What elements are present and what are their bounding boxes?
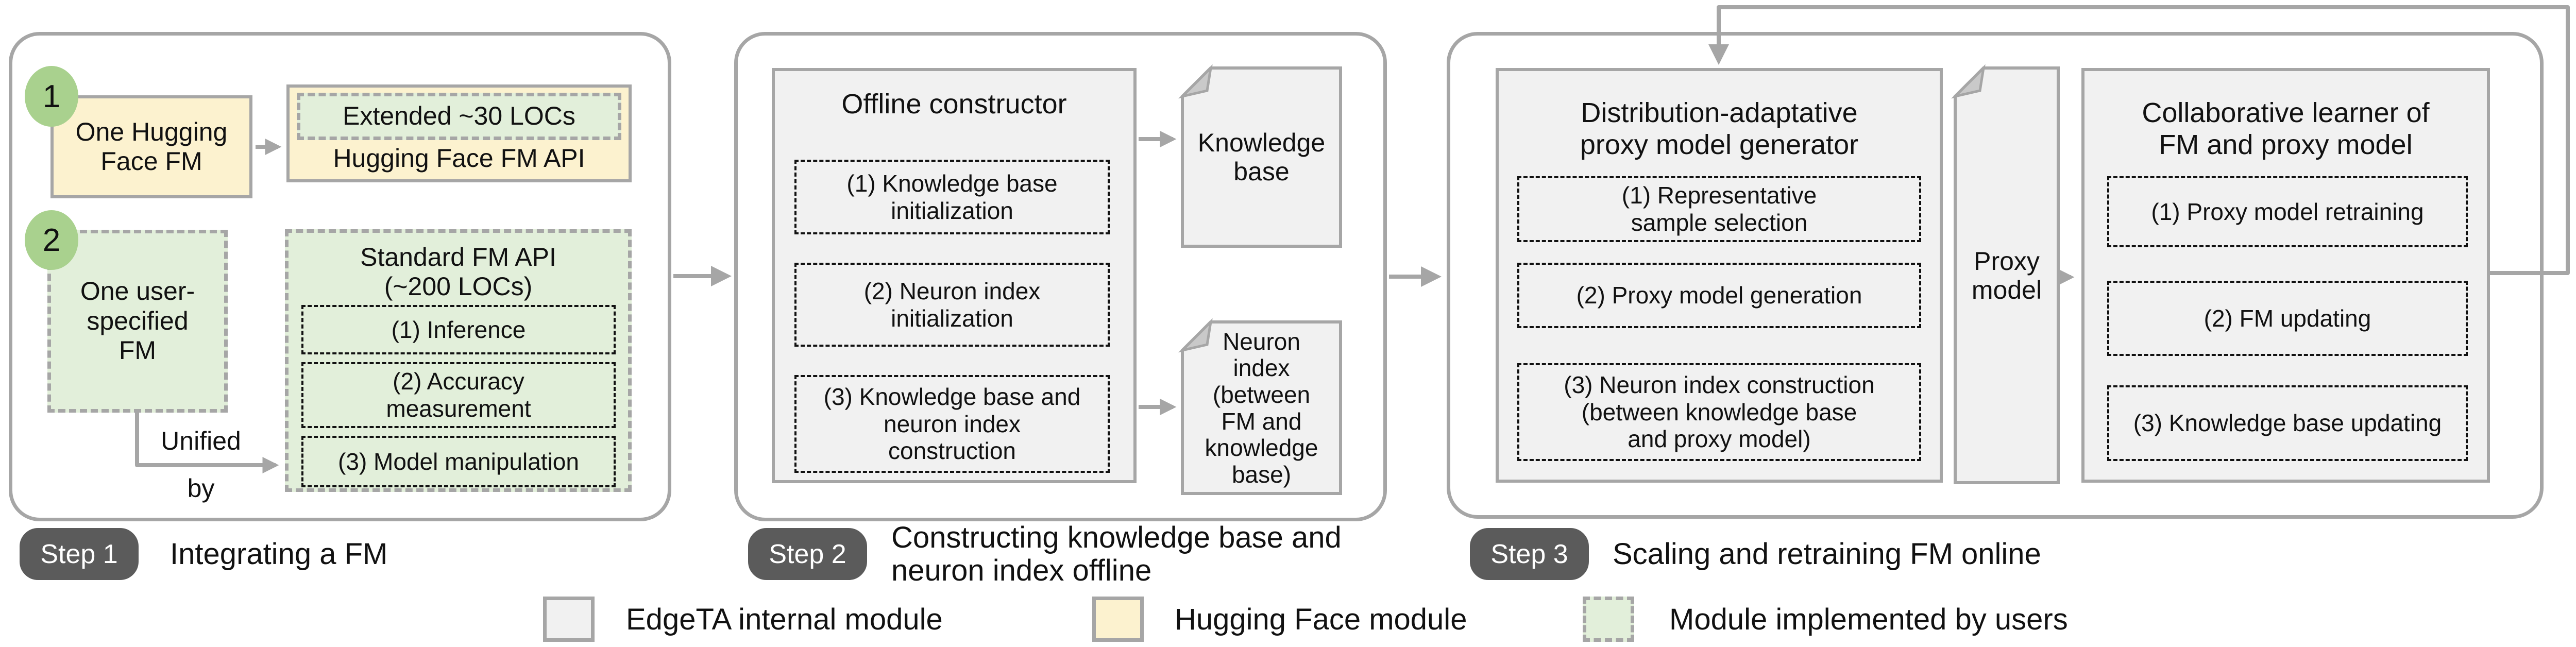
knowledge-base-doc-fold-icon bbox=[1178, 64, 1213, 99]
user-specified-fm-box: One user- specified FM bbox=[47, 230, 228, 413]
unified-label: Unified bbox=[161, 427, 241, 456]
knowledge-base-label: Knowledge base bbox=[1197, 128, 1326, 186]
proxy-model-document bbox=[1951, 64, 2060, 484]
learner-item-kb-updating: (3) Knowledge base updating bbox=[2107, 385, 2468, 461]
generator-item-neuron-index: (3) Neuron index construction (between k… bbox=[1517, 363, 1921, 461]
proxy-generator-box bbox=[1496, 68, 1943, 483]
offline-item-kb-init: (1) Knowledge base initialization bbox=[794, 160, 1110, 234]
legend-label-huggingface: Hugging Face module bbox=[1175, 602, 1467, 636]
arrow-unified-by bbox=[135, 413, 279, 473]
neuron-index-label: Neuron index (between FM and knowledge b… bbox=[1205, 328, 1318, 488]
step1-caption: Integrating a FM bbox=[170, 537, 388, 571]
proxy-model-label: Proxy model bbox=[1971, 246, 2042, 304]
legend-label-internal: EdgeTA internal module bbox=[626, 602, 943, 636]
neuron-index-doc-fold-icon bbox=[1178, 318, 1213, 353]
offline-constructor-title: Offline constructor bbox=[841, 88, 1067, 120]
collaborative-learner-title: Collaborative learner of FM and proxy mo… bbox=[2142, 97, 2430, 160]
badge-two: 2 bbox=[25, 210, 78, 270]
learner-item-fm-updating: (2) FM updating bbox=[2107, 281, 2468, 356]
step3-caption: Scaling and retraining FM online bbox=[1613, 537, 2041, 571]
hugging-face-fm-box: One Hugging Face FM bbox=[50, 95, 252, 198]
knowledge-base-document bbox=[1178, 64, 1342, 248]
proxy-generator-title: Distribution-adaptative proxy model gene… bbox=[1580, 97, 1859, 160]
legend-swatch-huggingface bbox=[1092, 597, 1144, 642]
step2-pill: Step 2 bbox=[745, 525, 870, 583]
offline-item-ni-init: (2) Neuron index initialization bbox=[794, 263, 1110, 347]
standard-fm-api-title: Standard FM API (~200 LOCs) bbox=[360, 242, 556, 301]
badge-one: 1 bbox=[25, 66, 78, 127]
standard-api-item-manipulation: (3) Model manipulation bbox=[301, 436, 616, 487]
offline-item-construction: (3) Knowledge base and neuron index cons… bbox=[794, 375, 1110, 473]
generator-item-sample-selection: (1) Representative sample selection bbox=[1517, 176, 1921, 242]
standard-fm-api-box bbox=[285, 229, 632, 492]
generator-item-proxy-generation: (2) Proxy model generation bbox=[1517, 263, 1921, 328]
step2-caption: Constructing knowledge base and neuron i… bbox=[891, 521, 1342, 587]
legend-swatch-internal bbox=[543, 597, 595, 642]
step1-pill: Step 1 bbox=[16, 525, 142, 583]
learner-item-proxy-retraining: (1) Proxy model retraining bbox=[2107, 176, 2468, 247]
legend-label-user: Module implemented by users bbox=[1669, 602, 2068, 636]
legend-swatch-user bbox=[1583, 597, 1634, 642]
offline-constructor-box bbox=[772, 68, 1137, 483]
standard-api-item-accuracy: (2) Accuracy measurement bbox=[301, 362, 616, 428]
step3-pill: Step 3 bbox=[1467, 525, 1592, 583]
proxy-model-doc-fold-icon bbox=[1951, 64, 1986, 99]
extended-locs-box: Extended ~30 LOCs bbox=[297, 93, 621, 140]
feedback-loop-arrow bbox=[1708, 5, 2570, 275]
neuron-index-document bbox=[1178, 318, 1342, 495]
hugging-face-api-label: Hugging Face FM API bbox=[333, 144, 585, 173]
standard-api-item-inference: (1) Inference bbox=[301, 305, 616, 354]
by-label: by bbox=[187, 474, 215, 503]
